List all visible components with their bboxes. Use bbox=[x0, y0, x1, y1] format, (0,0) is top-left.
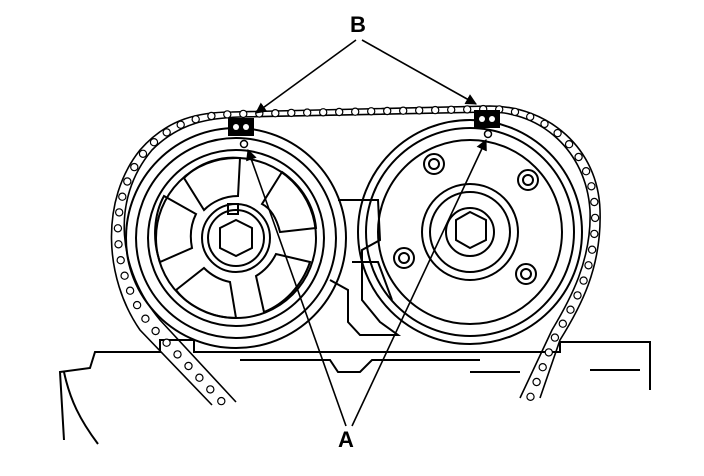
chain-roller bbox=[590, 197, 599, 207]
chain-roller bbox=[123, 177, 132, 186]
chain-roller bbox=[510, 107, 520, 117]
chain-roller bbox=[149, 137, 159, 147]
chain-roller bbox=[540, 119, 549, 129]
timing-mark-right bbox=[474, 110, 500, 128]
chain-inner-path bbox=[110, 105, 601, 406]
chain-roller bbox=[463, 105, 472, 114]
chain-roller bbox=[399, 106, 408, 115]
chain-roller bbox=[335, 107, 344, 117]
chain-roller bbox=[195, 373, 204, 382]
chain-roller bbox=[564, 139, 574, 149]
timing-mark-left bbox=[228, 118, 254, 136]
right-sprocket bbox=[357, 119, 583, 345]
timing-chain bbox=[110, 104, 601, 406]
callout-a-right bbox=[351, 138, 487, 427]
chain-roller bbox=[319, 108, 328, 117]
chain-roller bbox=[176, 120, 185, 129]
chain-links bbox=[113, 104, 600, 406]
chain-roller bbox=[184, 361, 193, 371]
chain-roller bbox=[125, 286, 135, 295]
chain-roller bbox=[151, 326, 160, 336]
chain-roller bbox=[581, 166, 591, 176]
chain-roller bbox=[173, 350, 182, 359]
chain-roller bbox=[130, 162, 139, 172]
chain-roller bbox=[573, 291, 582, 300]
chain-roller bbox=[431, 105, 440, 115]
left-sprocket bbox=[125, 127, 347, 349]
chain-roller bbox=[191, 115, 200, 124]
chain-roller bbox=[587, 182, 596, 191]
chain-roller bbox=[271, 108, 280, 118]
chain-roller bbox=[287, 108, 296, 118]
chain-roller bbox=[590, 229, 599, 239]
punch-mark-left bbox=[239, 139, 249, 149]
callout-label-b: B bbox=[350, 12, 366, 37]
chain-roller bbox=[132, 300, 142, 310]
chain-roller bbox=[538, 363, 547, 372]
chain-roller bbox=[415, 106, 424, 115]
chain-roller bbox=[141, 314, 150, 323]
punch-mark-right bbox=[483, 129, 493, 139]
chain-roller bbox=[162, 128, 171, 137]
chain-roller bbox=[138, 149, 148, 158]
callout-b-left bbox=[255, 39, 357, 114]
chain-roller bbox=[553, 128, 562, 138]
chain-roller bbox=[526, 392, 535, 401]
center-bracket bbox=[329, 199, 402, 336]
chain-roller bbox=[383, 106, 392, 116]
chain-roller bbox=[367, 107, 376, 116]
chain-roller bbox=[118, 192, 127, 201]
chain-roller bbox=[544, 348, 554, 357]
chain-roller bbox=[574, 152, 583, 162]
chain-roller bbox=[239, 109, 248, 119]
chain-roller bbox=[584, 261, 593, 270]
chain-roller bbox=[579, 276, 588, 285]
chain-roller bbox=[550, 333, 560, 342]
chain-roller bbox=[116, 256, 125, 265]
chain-roller bbox=[206, 385, 215, 394]
cylinder-head bbox=[58, 339, 651, 445]
chain-roller bbox=[162, 338, 171, 347]
chain-roller bbox=[114, 240, 123, 249]
chain-roller bbox=[351, 107, 360, 116]
chain-roller bbox=[120, 271, 129, 280]
chain-roller bbox=[566, 305, 575, 314]
chain-roller bbox=[526, 112, 535, 122]
chain-roller bbox=[587, 245, 597, 254]
chain-roller bbox=[217, 396, 226, 406]
chain-roller bbox=[223, 110, 232, 119]
chain-roller bbox=[532, 377, 541, 387]
chain-roller bbox=[447, 105, 456, 115]
chain-roller bbox=[590, 213, 600, 223]
chain-roller bbox=[114, 208, 124, 217]
callout-b-right bbox=[361, 39, 477, 105]
chain-roller bbox=[207, 111, 216, 121]
chain-roller bbox=[303, 108, 312, 117]
callout-lines bbox=[246, 39, 487, 427]
callout-a-left bbox=[246, 148, 347, 427]
chain-roller bbox=[113, 224, 123, 233]
callout-label-a: A bbox=[338, 427, 354, 452]
chain-roller bbox=[558, 319, 568, 328]
